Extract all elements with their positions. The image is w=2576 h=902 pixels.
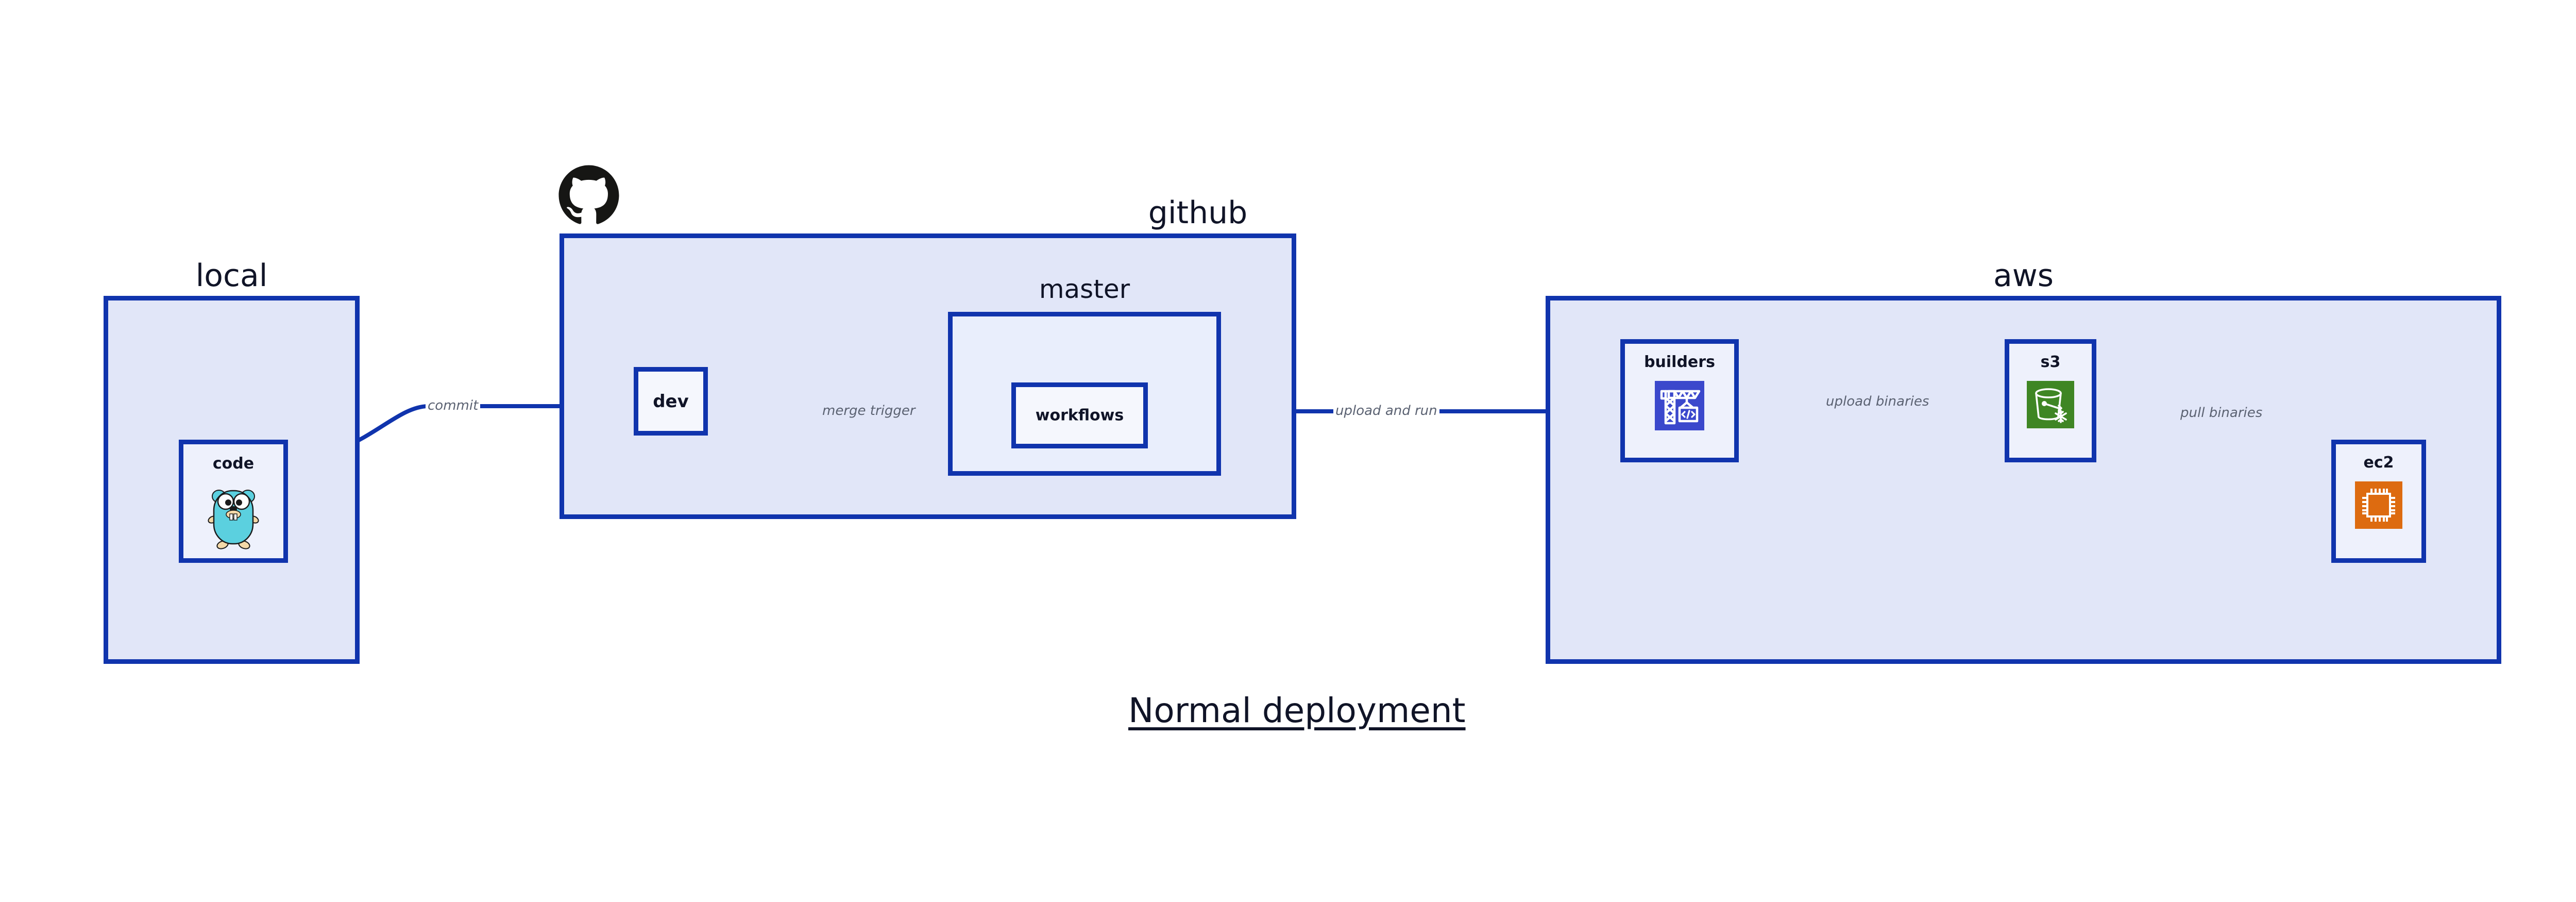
edge-label-upload-binaries: upload binaries [1824,394,1931,409]
group-title-aws: aws [1993,258,2054,294]
node-label-code: code [212,455,255,473]
edge-label-upload-and-run: upload and run [1333,403,1439,419]
group-title-github: github [1148,195,1248,231]
node-box-builders[interactable]: builders [1620,339,1739,462]
node-box-workflows[interactable]: workflows [1011,382,1148,448]
node-box-s3[interactable]: s3 [2005,339,2096,462]
aws-s3-bucket-icon [2027,381,2074,428]
node-box-code[interactable]: code [179,440,288,563]
aws-codebuild-icon [1655,381,1704,430]
aws-ec2-chip-icon [2355,481,2402,529]
node-label-s3: s3 [2040,353,2061,371]
group-title-local: local [195,258,268,294]
node-label-ec2: ec2 [2363,454,2394,472]
node-box-ec2[interactable]: ec2 [2331,440,2426,563]
diagram-title: Normal deployment [1128,691,1466,730]
edge-label-merge-trigger: merge trigger [820,403,918,419]
node-label-workflows: workflows [1035,406,1124,425]
group-box-master[interactable] [948,312,1221,476]
group-title-master: master [1039,274,1130,304]
node-box-dev[interactable]: dev [634,367,708,436]
go-gopher-icon [206,485,261,549]
edge-label-pull-binaries: pull binaries [2178,405,2265,421]
edge-label-commit: commit [426,398,481,413]
github-octocat-icon [557,164,620,227]
node-label-dev: dev [653,391,689,412]
node-label-builders: builders [1644,353,1715,371]
